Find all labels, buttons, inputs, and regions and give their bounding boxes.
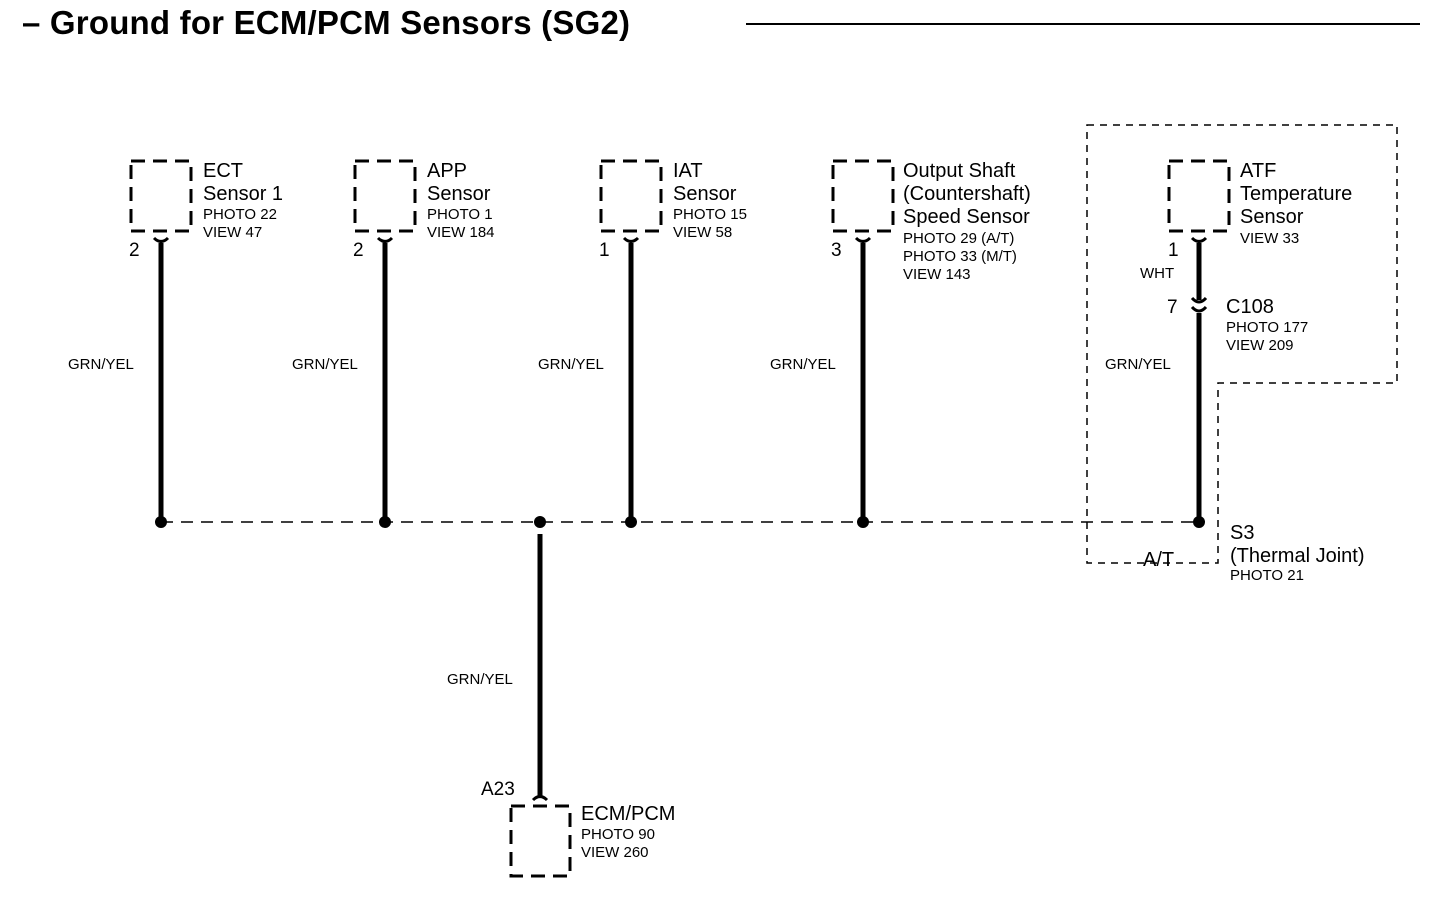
s3-splice-refs: PHOTO 21	[1230, 567, 1304, 584]
ecm-pin-number: A23	[481, 779, 515, 800]
c108-pin-number: 7	[1167, 297, 1178, 318]
junction-app	[379, 516, 391, 528]
app-wire-color: GRN/YEL	[292, 356, 358, 373]
ect-sensor-refs: PHOTO 22 VIEW 47	[203, 206, 277, 241]
atf-terminal	[1190, 236, 1208, 243]
oss-terminal	[854, 236, 872, 243]
at-region-boundary	[1086, 124, 1398, 564]
oss-sensor-box	[831, 159, 895, 233]
oss-sensor-refs: PHOTO 29 (A/T) PHOTO 33 (M/T) VIEW 143	[903, 230, 1017, 283]
junction-ect	[155, 516, 167, 528]
ect-sensor-label: ECT Sensor 1	[203, 160, 284, 205]
ecm-wire-color: GRN/YEL	[447, 671, 513, 688]
atf-sensor-box	[1167, 159, 1231, 233]
app-sensor-box	[353, 159, 417, 233]
iat-sensor-box	[599, 159, 663, 233]
oss-sensor-label: Output Shaft (Countershaft) Speed Sensor	[903, 160, 1031, 228]
iat-pin-number: 1	[599, 240, 610, 261]
ect-wire-color: GRN/YEL	[68, 356, 134, 373]
app-sensor-label: APP Sensor	[427, 160, 491, 205]
iat-sensor-label: IAT Sensor	[673, 160, 737, 205]
oss-pin-number: 3	[831, 240, 842, 261]
atf-sensor-refs: VIEW 33	[1240, 230, 1300, 247]
c108-refs: PHOTO 177 VIEW 209	[1226, 319, 1309, 354]
junction-iat	[625, 516, 637, 528]
ecm-pcm-box	[509, 804, 572, 878]
s3-splice-label: S3 (Thermal Joint)	[1230, 522, 1365, 567]
app-sensor-refs: PHOTO 1 VIEW 184	[427, 206, 495, 241]
splice-s3-dot	[1193, 516, 1205, 528]
atf-sensor-label: ATF Temperature Sensor	[1240, 160, 1353, 228]
iat-terminal	[622, 236, 640, 243]
c108-connector-lower	[1190, 305, 1208, 313]
page-title: – Ground for ECM/PCM Sensors (SG2)	[22, 4, 631, 41]
app-pin-number: 2	[353, 240, 364, 261]
ecm-pcm-label: ECM/PCM	[581, 803, 676, 825]
atf-pin-number: 1	[1168, 240, 1179, 261]
app-terminal	[376, 236, 394, 243]
iat-wire-color: GRN/YEL	[538, 356, 604, 373]
c108-label: C108	[1226, 296, 1274, 318]
c108-connector-upper	[1190, 296, 1208, 304]
ect-sensor-box	[129, 159, 193, 233]
junction-oss	[857, 516, 869, 528]
ecm-pcm-refs: PHOTO 90 VIEW 260	[581, 826, 655, 861]
junction-ecm	[534, 516, 546, 528]
atf-wire-color-wht: WHT	[1140, 265, 1175, 282]
iat-sensor-refs: PHOTO 15 VIEW 58	[673, 206, 747, 241]
ect-pin-number: 2	[129, 240, 140, 261]
ecm-terminal	[531, 795, 549, 802]
atf-wire-color-grn-yel: GRN/YEL	[1105, 356, 1171, 373]
ect-terminal	[152, 236, 170, 243]
oss-wire-color: GRN/YEL	[770, 356, 836, 373]
at-region-label: A/T	[1143, 549, 1175, 571]
